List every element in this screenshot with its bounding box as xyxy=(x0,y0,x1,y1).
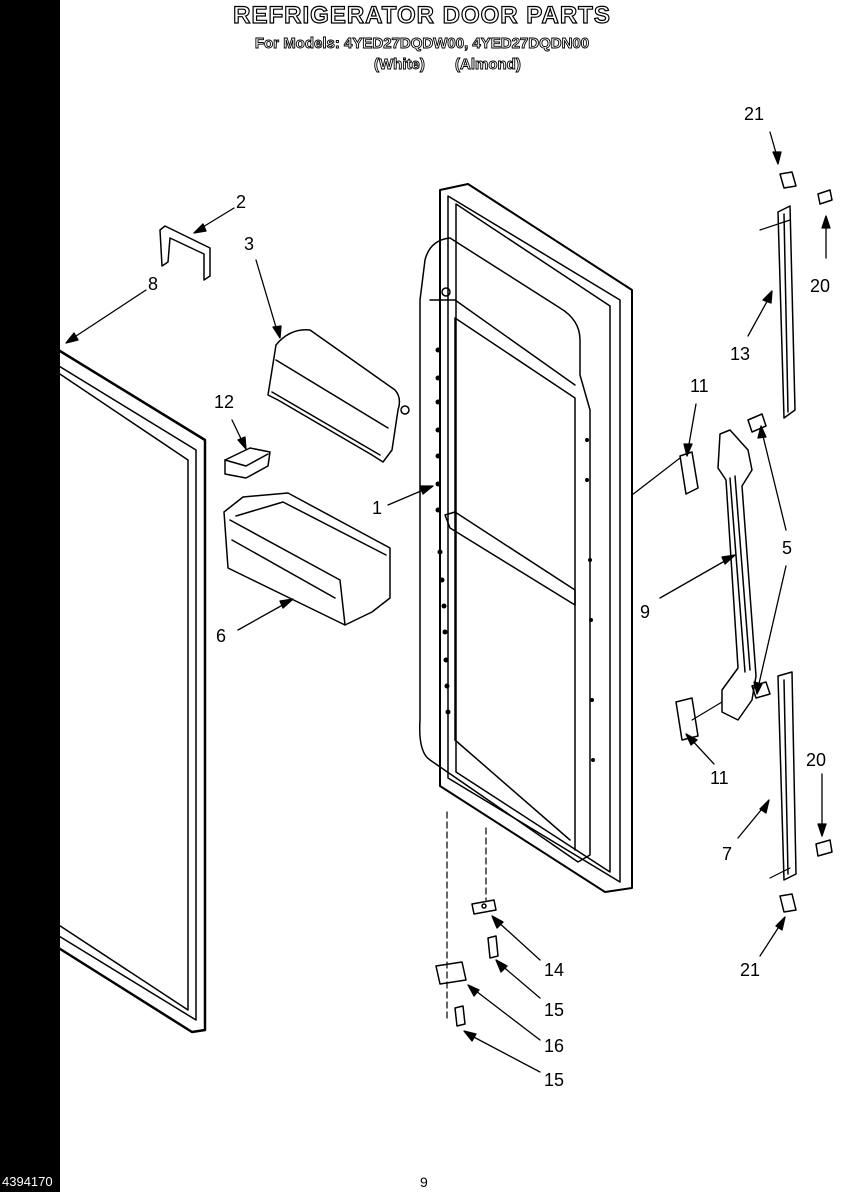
part-15-screw-top xyxy=(487,935,499,959)
callout-11-top: 11 xyxy=(690,376,709,396)
part-13-trim xyxy=(777,205,796,419)
color-white-label: (White) xyxy=(374,56,426,74)
callout-14: 14 xyxy=(544,960,564,980)
part-15-screw-bottom xyxy=(454,1005,466,1027)
part-11-bracket-top xyxy=(679,451,699,495)
callout-11-bottom: 11 xyxy=(710,768,729,788)
part-6-door-bin xyxy=(223,492,391,626)
part-5-screws xyxy=(747,413,771,699)
part-3-dairy-door xyxy=(267,329,410,463)
page-title: REFRIGERATOR DOOR PARTS xyxy=(233,1,611,29)
leader-lines xyxy=(446,219,791,1019)
callout-15-bottom: 15 xyxy=(544,1070,564,1090)
part-2-clip xyxy=(159,225,211,281)
part-20-screw-bottom xyxy=(815,839,833,857)
callout-1: 1 xyxy=(372,498,382,518)
callout-8: 8 xyxy=(148,274,158,294)
callout-5: 5 xyxy=(782,538,792,558)
door-gasket xyxy=(28,338,207,1034)
part-9-handle xyxy=(717,429,757,721)
document-number: 4394170 xyxy=(0,1174,55,1189)
callout-20-top: 20 xyxy=(810,276,830,296)
callout-21-top: 21 xyxy=(744,104,764,124)
part-21-clip-bottom xyxy=(779,893,797,913)
callout-2: 2 xyxy=(236,192,246,212)
callout-7: 7 xyxy=(722,844,732,864)
callout-labels: 21 2 3 8 20 13 12 11 1 5 9 6 11 20 7 21 … xyxy=(148,104,830,1090)
callout-20-bottom: 20 xyxy=(806,750,826,770)
callout-6: 6 xyxy=(216,626,226,646)
color-almond-label: (Almond) xyxy=(455,56,522,74)
shelf-holes xyxy=(435,347,595,762)
door-assembly xyxy=(418,183,633,893)
part-12-bracket xyxy=(224,447,271,479)
part-14-hinge-pin xyxy=(471,899,497,915)
callout-9: 9 xyxy=(640,602,650,622)
callout-21-bottom: 21 xyxy=(740,960,760,980)
part-11-bracket-bottom xyxy=(675,697,699,741)
callout-16: 16 xyxy=(544,1036,564,1056)
callout-13: 13 xyxy=(730,344,750,364)
page-number: 9 xyxy=(420,1174,428,1190)
callout-arrows xyxy=(65,131,831,1073)
part-20-screw-top xyxy=(817,189,833,205)
callout-3: 3 xyxy=(244,234,254,254)
callout-15-top: 15 xyxy=(544,1000,564,1020)
models-line: For Models: 4YED27DQDW00, 4YED27DQDN00 xyxy=(254,35,590,53)
part-7-trim xyxy=(777,671,797,881)
part-21-clip-top xyxy=(779,171,797,189)
part-16-hinge xyxy=(435,961,467,985)
callout-12: 12 xyxy=(214,392,234,412)
